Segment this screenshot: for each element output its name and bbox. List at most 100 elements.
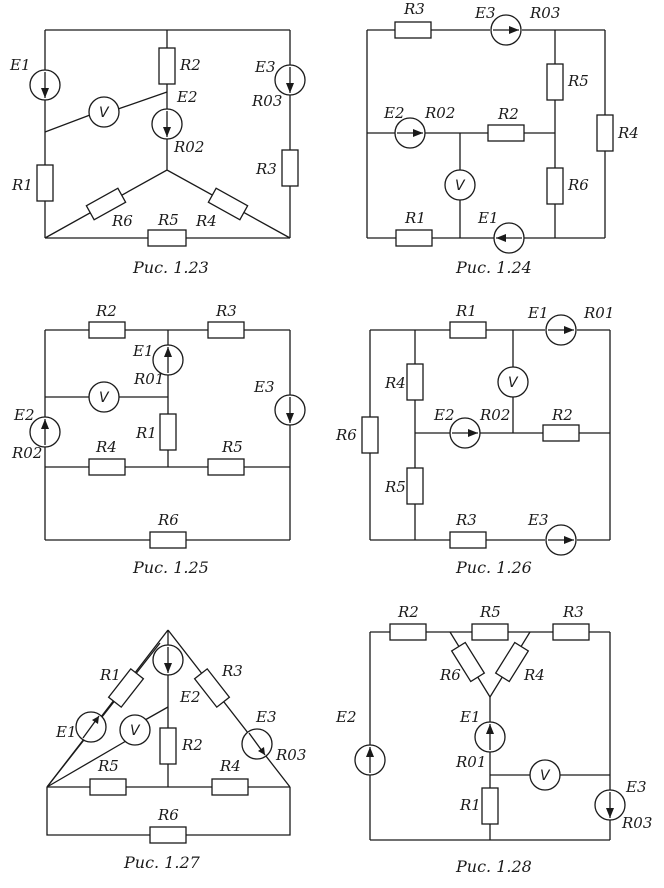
- resistor-r5: [147, 229, 187, 247]
- wire: [44, 91, 168, 133]
- label-r02: R02: [173, 138, 204, 156]
- label-r4: R4: [219, 757, 241, 775]
- voltmeter-symbol: V: [99, 105, 110, 121]
- label-r6: R6: [157, 511, 179, 529]
- label-r6: R6: [157, 806, 179, 824]
- resistor-r5: [207, 458, 245, 476]
- label-e3: E3: [474, 4, 496, 22]
- resistor-r4: [88, 458, 126, 476]
- circuit-fig-1-26: V R1 E1 R01 R4 E2 R02 R2 R6 R5 R3 E3 Рис…: [335, 302, 614, 577]
- figure-caption: Рис. 1.26: [455, 558, 532, 577]
- label-e2: E2: [335, 708, 357, 726]
- resistor-r2: [159, 727, 177, 765]
- label-e1: E1: [527, 304, 549, 322]
- resistor-r1: [395, 229, 433, 247]
- label-r2: R2: [397, 603, 419, 621]
- label-r6: R6: [335, 426, 357, 444]
- resistor-r2: [158, 47, 176, 85]
- voltmeter: [529, 759, 561, 791]
- label-e3: E3: [254, 58, 276, 76]
- label-e2: E2: [13, 406, 35, 424]
- label-r5: R5: [384, 478, 406, 496]
- resistor-r6: [149, 826, 187, 844]
- label-r6: R6: [439, 666, 461, 684]
- label-r4: R4: [523, 666, 545, 684]
- resistor-r2: [88, 321, 126, 339]
- label-r3: R3: [215, 302, 237, 320]
- voltmeter-symbol: V: [508, 375, 519, 391]
- resistor-r4: [596, 114, 614, 152]
- label-r3: R3: [255, 160, 277, 178]
- label-r1: R1: [404, 209, 426, 227]
- label-e1: E1: [477, 209, 499, 227]
- voltmeter: [497, 366, 529, 398]
- voltmeter-symbol: V: [99, 390, 110, 406]
- resistor-r1: [159, 413, 177, 451]
- label-r2: R2: [497, 105, 519, 123]
- circuit-fig-1-25: V R2 R3 E1 R01 E3 E2 R1 R02 R4 R5 R6 Рис…: [11, 302, 306, 577]
- label-r3: R3: [221, 662, 243, 680]
- voltmeter: [88, 381, 120, 413]
- label-e2: E2: [383, 104, 405, 122]
- label-r02: R02: [479, 406, 510, 424]
- resistor-r5: [471, 623, 509, 641]
- resistor-r1: [107, 667, 145, 709]
- label-r2: R2: [181, 736, 203, 754]
- circuit-fig-1-28: V R2 R5 R3 R6 R4 E2 E1 R01 E3 R1 R03 Рис…: [335, 603, 652, 876]
- resistor-r3: [193, 667, 231, 709]
- label-r02: R02: [11, 444, 42, 462]
- circuit-fig-1-23: V E1 R2 E2 R02 E3 R03 R3 R1 R6 R5 R4 Рис…: [9, 29, 306, 277]
- resistor-r5: [546, 63, 564, 101]
- label-r3: R3: [455, 511, 477, 529]
- figure-caption: Рис. 1.23: [132, 258, 209, 277]
- resistor-r2: [389, 623, 427, 641]
- label-r3: R3: [562, 603, 584, 621]
- resistor-r6: [149, 531, 187, 549]
- label-r01: R01: [133, 370, 164, 388]
- label-r6: R6: [567, 176, 589, 194]
- label-r01: R01: [583, 304, 614, 322]
- resistor-r1: [481, 787, 499, 825]
- label-r5: R5: [567, 72, 589, 90]
- voltmeter-symbol: V: [540, 768, 551, 784]
- resistor-r6: [85, 187, 127, 221]
- figure-caption: Рис. 1.25: [132, 558, 209, 577]
- label-e3: E3: [527, 511, 549, 529]
- label-e1: E1: [459, 708, 481, 726]
- figure-caption: Рис. 1.27: [123, 853, 201, 872]
- label-r3: R3: [403, 0, 425, 18]
- label-r03: R03: [275, 746, 306, 764]
- resistor-r4: [207, 187, 249, 221]
- resistor-r6: [450, 641, 486, 683]
- label-r4: R4: [384, 374, 406, 392]
- resistor-r4: [494, 641, 530, 683]
- label-r02: R02: [424, 104, 455, 122]
- resistor-r3: [207, 321, 245, 339]
- resistor-r2: [542, 424, 580, 442]
- figure-caption: Рис. 1.24: [455, 258, 532, 277]
- wire: [46, 642, 169, 788]
- label-r03: R03: [251, 92, 282, 110]
- label-e3: E3: [253, 378, 275, 396]
- voltmeter-symbol: V: [130, 723, 141, 739]
- resistor-r3: [449, 531, 487, 549]
- label-e3: E3: [625, 778, 647, 796]
- label-r1: R1: [459, 796, 481, 814]
- label-r1: R1: [455, 302, 477, 320]
- label-e2: E2: [433, 406, 455, 424]
- label-e2: E2: [179, 688, 201, 706]
- label-r6: R6: [111, 212, 133, 230]
- voltmeter: [444, 169, 476, 201]
- circuit-fig-1-24: V R3 E3 R03 R5 E2 R02 R2 R4 R6 R1 E1 Рис…: [366, 0, 639, 277]
- label-e1: E1: [9, 56, 31, 74]
- resistor-r5: [406, 467, 424, 505]
- resistor-r5: [89, 778, 127, 796]
- label-r03: R03: [529, 4, 560, 22]
- label-r5: R5: [479, 603, 501, 621]
- label-r4: R4: [617, 124, 639, 142]
- label-r1: R1: [135, 424, 157, 442]
- voltmeter-symbol: V: [455, 178, 466, 194]
- resistor-r4: [406, 363, 424, 401]
- resistor-r6: [361, 416, 379, 454]
- resistor-r1: [449, 321, 487, 339]
